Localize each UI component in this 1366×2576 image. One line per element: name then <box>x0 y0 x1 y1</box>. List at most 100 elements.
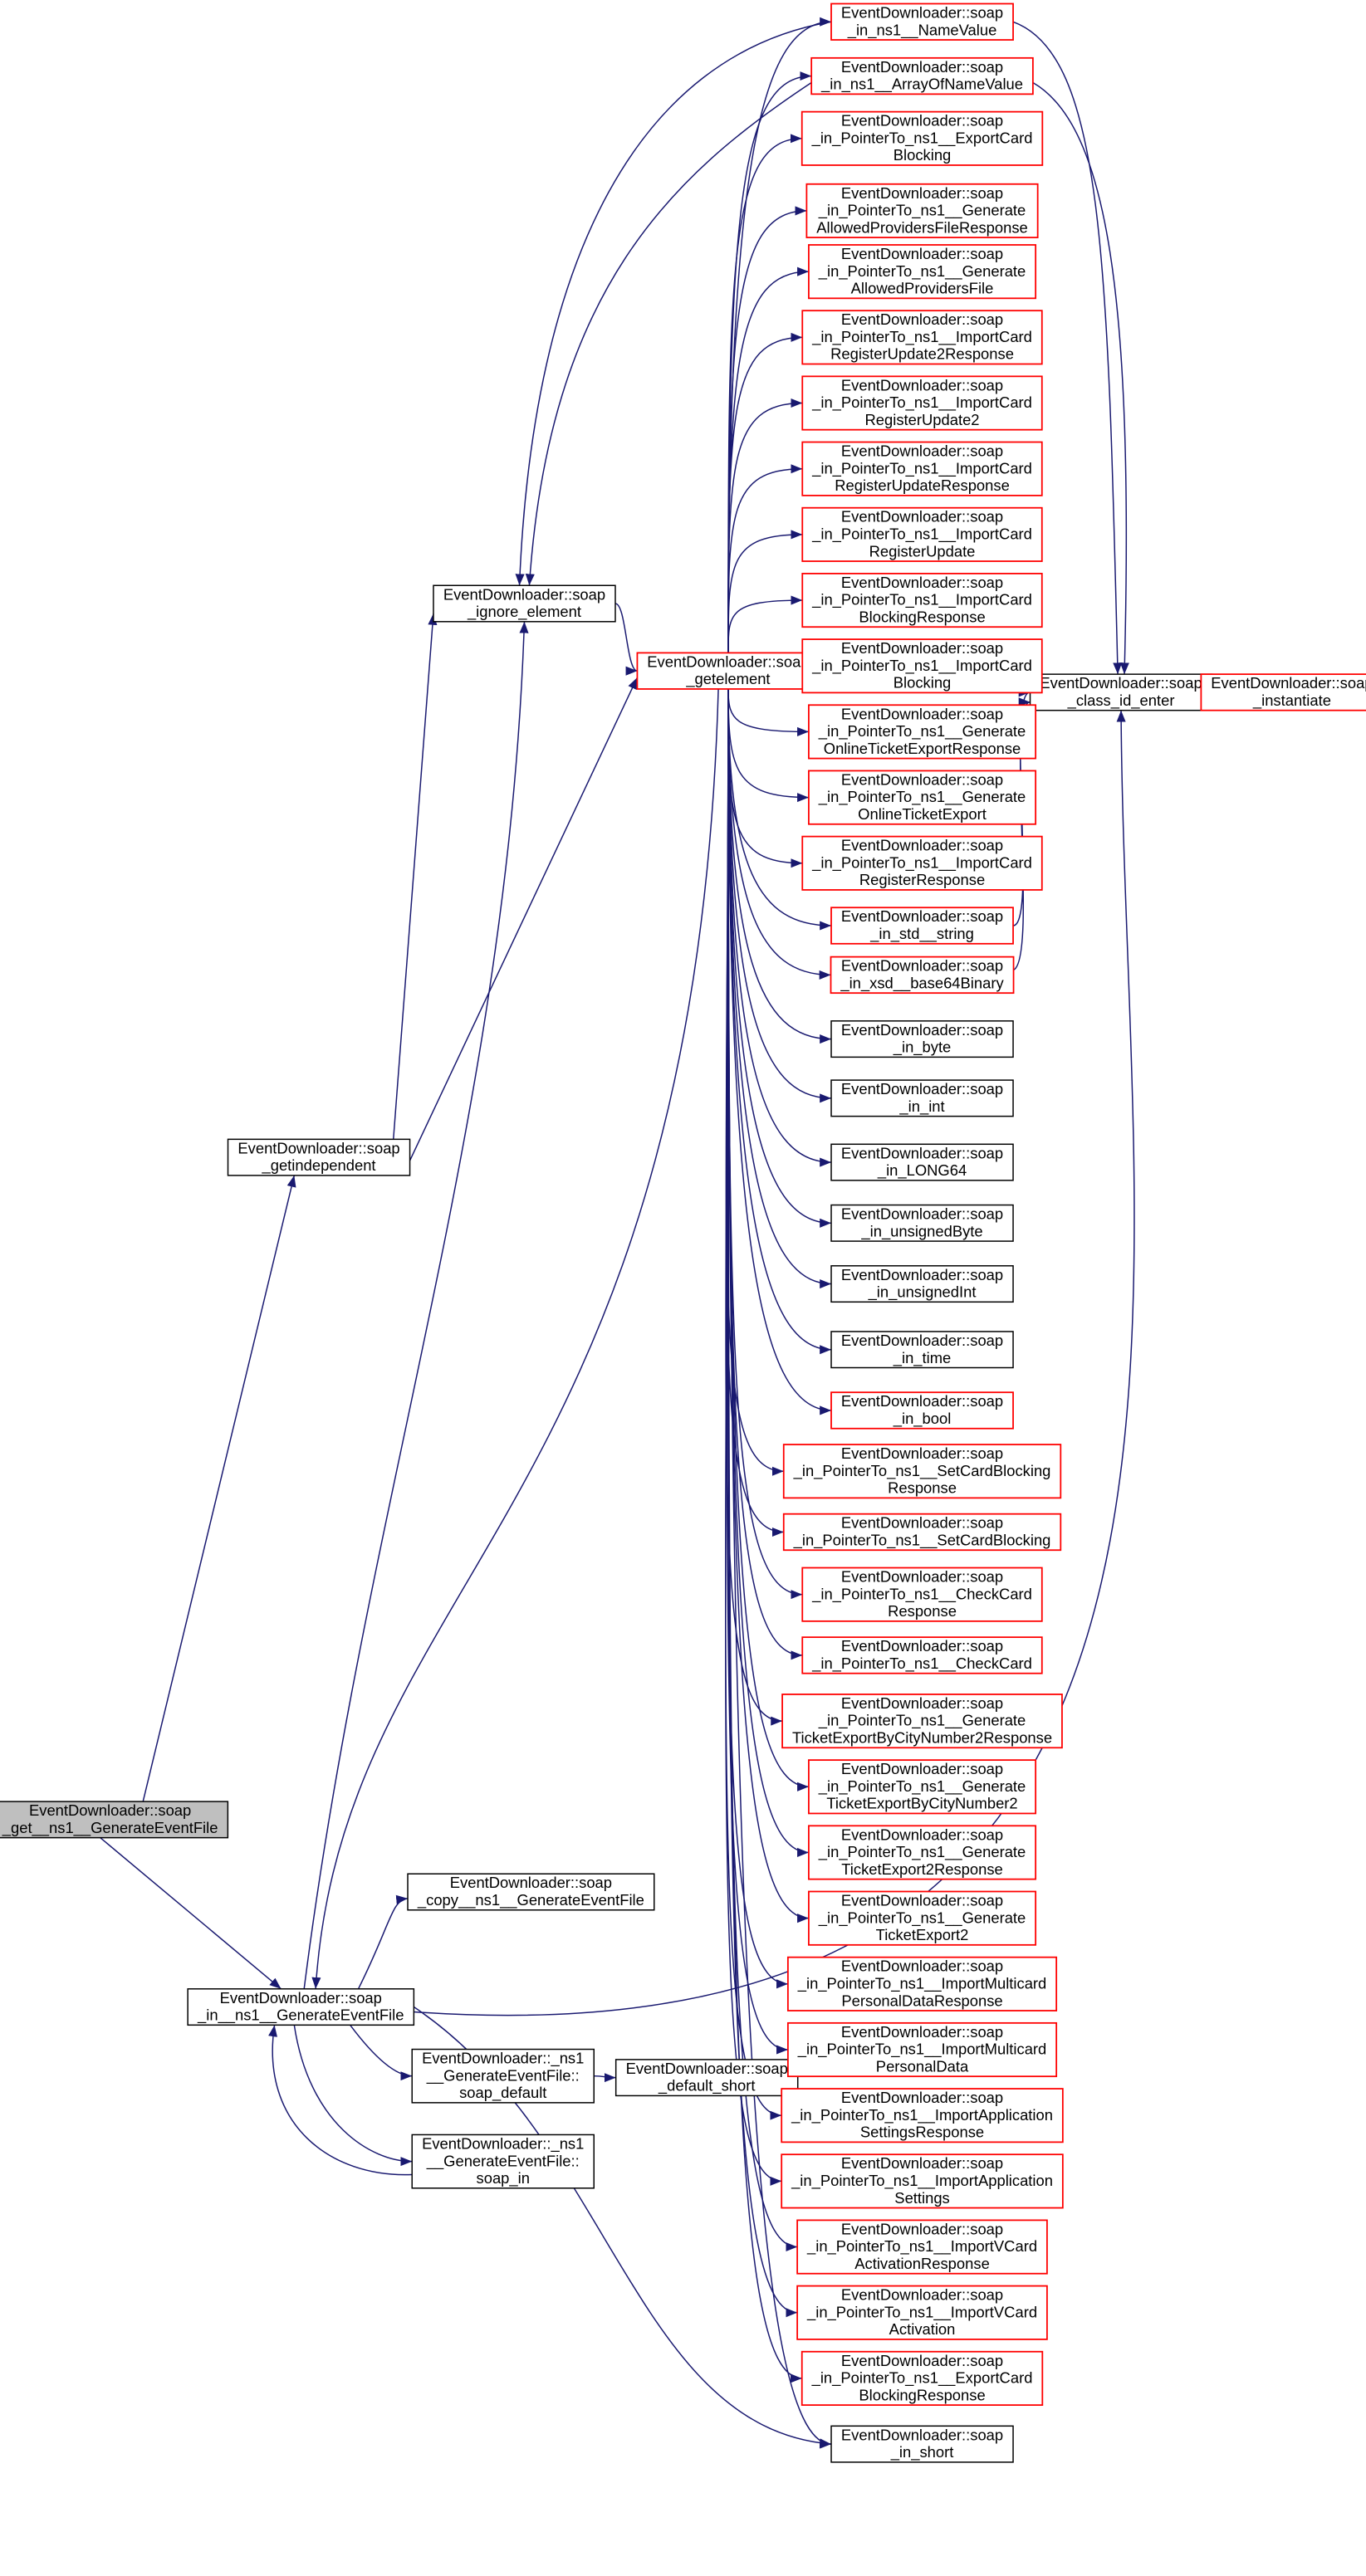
node-r7[interactable]: EventDownloader::soap_in_PointerTo_ns1__… <box>801 375 1043 431</box>
node-r15[interactable]: EventDownloader::soap_in_std__string <box>830 907 1014 945</box>
node-dshort[interactable]: EventDownloader::soap_default_short <box>614 2059 799 2097</box>
node-cid[interactable]: EventDownloader::soap_class_id_enter <box>1029 673 1213 711</box>
node-r31[interactable]: EventDownloader::soap_in_PointerTo_ns1__… <box>808 1890 1037 1946</box>
node-box[interactable] <box>808 770 1037 825</box>
node-box[interactable] <box>411 2048 595 2104</box>
node-box[interactable] <box>411 2134 595 2189</box>
node-box[interactable] <box>782 1513 1062 1552</box>
node-r29[interactable]: EventDownloader::soap_in_PointerTo_ns1__… <box>808 1759 1037 1815</box>
node-r34[interactable]: EventDownloader::soap_in_PointerTo_ns1__… <box>781 2088 1064 2143</box>
node-box[interactable] <box>801 835 1043 891</box>
node-r24[interactable]: EventDownloader::soap_in_PointerTo_ns1__… <box>782 1444 1062 1499</box>
node-r18[interactable]: EventDownloader::soap_in_int <box>830 1079 1014 1117</box>
node-box[interactable] <box>801 110 1044 166</box>
node-box[interactable] <box>830 1143 1014 1181</box>
node-box[interactable] <box>187 1988 415 2026</box>
node-r33[interactable]: EventDownloader::soap_in_PointerTo_ns1__… <box>786 2021 1058 2078</box>
node-box[interactable] <box>0 1801 229 1839</box>
node-r28[interactable]: EventDownloader::soap_in_PointerTo_ns1__… <box>781 1694 1063 1749</box>
node-box[interactable] <box>1200 673 1366 711</box>
node-r21[interactable]: EventDownloader::soap_in_unsignedInt <box>830 1265 1014 1303</box>
node-r1[interactable]: EventDownloader::soap_in_ns1__NameValue <box>830 2 1014 41</box>
node-box[interactable] <box>808 704 1037 760</box>
node-r20[interactable]: EventDownloader::soap_in_unsignedByte <box>830 1204 1014 1242</box>
node-box[interactable] <box>801 375 1043 431</box>
node-box[interactable] <box>801 638 1043 694</box>
node-r11[interactable]: EventDownloader::soap_in_PointerTo_ns1__… <box>801 638 1043 694</box>
node-box[interactable] <box>801 1567 1043 1622</box>
node-r30[interactable]: EventDownloader::soap_in_PointerTo_ns1__… <box>808 1825 1037 1880</box>
node-box[interactable] <box>636 652 820 690</box>
node-box[interactable] <box>407 1873 655 1911</box>
node-sin[interactable]: EventDownloader::_ns1__GenerateEventFile… <box>411 2134 595 2189</box>
node-box[interactable] <box>614 2059 799 2097</box>
node-box[interactable] <box>781 2088 1064 2143</box>
node-box[interactable] <box>830 956 1015 995</box>
node-box[interactable] <box>781 1694 1063 1749</box>
node-r22[interactable]: EventDownloader::soap_in_time <box>830 1331 1014 1369</box>
node-box[interactable] <box>786 2021 1058 2078</box>
node-r3[interactable]: EventDownloader::soap_in_PointerTo_ns1__… <box>801 110 1044 166</box>
node-r16[interactable]: EventDownloader::soap_in_xsd__base64Bina… <box>830 956 1015 995</box>
node-r35[interactable]: EventDownloader::soap_in_PointerTo_ns1__… <box>781 2153 1064 2209</box>
node-r32[interactable]: EventDownloader::soap_in_PointerTo_ns1__… <box>786 1956 1058 2011</box>
node-copy[interactable]: EventDownloader::soap_copy__ns1__Generat… <box>407 1873 655 1911</box>
node-box[interactable] <box>830 2425 1014 2463</box>
node-box[interactable] <box>786 1956 1058 2011</box>
node-box[interactable] <box>801 310 1043 365</box>
node-r25[interactable]: EventDownloader::soap_in_PointerTo_ns1__… <box>782 1513 1062 1552</box>
node-r19[interactable]: EventDownloader::soap_in_LONG64 <box>830 1143 1014 1181</box>
node-sdef[interactable]: EventDownloader::_ns1__GenerateEventFile… <box>411 2048 595 2104</box>
node-inev[interactable]: EventDownloader::soap_in__ns1__GenerateE… <box>187 1988 415 2026</box>
node-box[interactable] <box>830 1391 1014 1430</box>
node-box[interactable] <box>781 2153 1064 2209</box>
node-box[interactable] <box>830 907 1014 945</box>
node-box[interactable] <box>227 1138 411 1176</box>
node-box[interactable] <box>830 2 1014 41</box>
node-box[interactable] <box>801 2350 1044 2406</box>
node-box[interactable] <box>433 584 616 623</box>
node-box[interactable] <box>796 2285 1048 2340</box>
node-r5[interactable]: EventDownloader::soap_in_PointerTo_ns1__… <box>808 244 1037 300</box>
node-r37[interactable]: EventDownloader::soap_in_PointerTo_ns1__… <box>796 2285 1048 2340</box>
node-indep[interactable]: EventDownloader::soap_getindependent <box>227 1138 411 1176</box>
node-box[interactable] <box>830 1204 1014 1242</box>
node-box[interactable] <box>830 1331 1014 1369</box>
node-box[interactable] <box>801 573 1043 628</box>
node-box[interactable] <box>810 56 1034 95</box>
node-r10[interactable]: EventDownloader::soap_in_PointerTo_ns1__… <box>801 573 1043 628</box>
node-r38[interactable]: EventDownloader::soap_in_PointerTo_ns1__… <box>801 2350 1044 2406</box>
node-r13[interactable]: EventDownloader::soap_in_PointerTo_ns1__… <box>808 770 1037 825</box>
node-r6[interactable]: EventDownloader::soap_in_PointerTo_ns1__… <box>801 310 1043 365</box>
node-r17[interactable]: EventDownloader::soap_in_byte <box>830 1020 1014 1058</box>
node-box[interactable] <box>830 1020 1014 1058</box>
node-r27[interactable]: EventDownloader::soap_in_PointerTo_ns1__… <box>801 1636 1043 1674</box>
node-r14[interactable]: EventDownloader::soap_in_PointerTo_ns1__… <box>801 835 1043 891</box>
node-ignore[interactable]: EventDownloader::soap_ignore_element <box>433 584 616 623</box>
node-box[interactable] <box>808 1890 1037 1946</box>
node-box[interactable] <box>796 2219 1048 2275</box>
node-box[interactable] <box>805 183 1039 238</box>
node-r39[interactable]: EventDownloader::soap_in_short <box>830 2425 1014 2463</box>
node-box[interactable] <box>808 1825 1037 1880</box>
node-get[interactable]: EventDownloader::soap_get__ns1__Generate… <box>0 1801 229 1839</box>
node-getel[interactable]: EventDownloader::soap_getelement <box>636 652 820 690</box>
node-r36[interactable]: EventDownloader::soap_in_PointerTo_ns1__… <box>796 2219 1048 2275</box>
node-r9[interactable]: EventDownloader::soap_in_PointerTo_ns1__… <box>801 506 1043 562</box>
node-r4[interactable]: EventDownloader::soap_in_PointerTo_ns1__… <box>805 183 1039 238</box>
node-box[interactable] <box>782 1444 1062 1499</box>
node-box[interactable] <box>830 1079 1014 1117</box>
node-box[interactable] <box>808 244 1037 300</box>
node-r12[interactable]: EventDownloader::soap_in_PointerTo_ns1__… <box>808 704 1037 760</box>
node-r23[interactable]: EventDownloader::soap_in_bool <box>830 1391 1014 1430</box>
node-box[interactable] <box>801 506 1043 562</box>
node-box[interactable] <box>830 1265 1014 1303</box>
node-box[interactable] <box>801 1636 1043 1674</box>
node-inst[interactable]: EventDownloader::soap_instantiate <box>1200 673 1366 711</box>
node-box[interactable] <box>801 441 1043 496</box>
node-box[interactable] <box>1029 673 1213 711</box>
node-r26[interactable]: EventDownloader::soap_in_PointerTo_ns1__… <box>801 1567 1043 1622</box>
node-r2[interactable]: EventDownloader::soap_in_ns1__ArrayOfNam… <box>810 56 1034 95</box>
node-box[interactable] <box>808 1759 1037 1815</box>
node-r8[interactable]: EventDownloader::soap_in_PointerTo_ns1__… <box>801 441 1043 496</box>
